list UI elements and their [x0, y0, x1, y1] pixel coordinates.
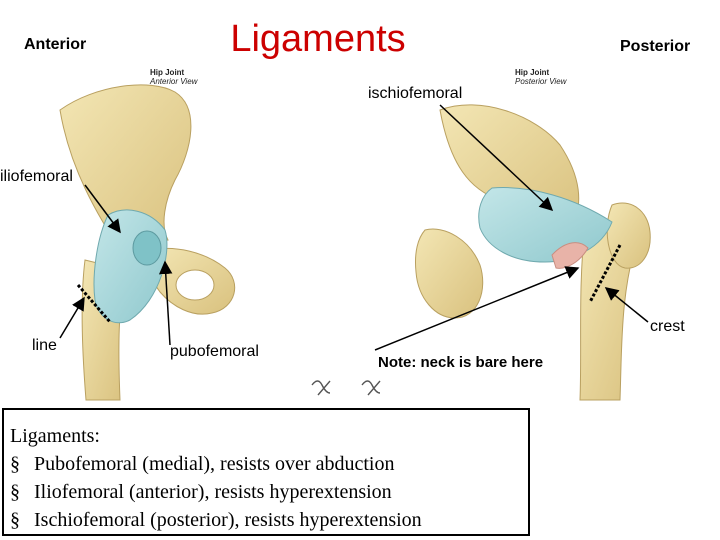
notes-item-ischiofemoral: Ischiofemoral (posterior), resists hyper… — [10, 506, 522, 534]
page-title: Ligaments — [230, 18, 406, 60]
arrow-neck-note — [374, 266, 580, 351]
iliofemoral-ligament-shape — [93, 209, 168, 324]
greater-trochanter — [606, 202, 651, 269]
pointer-arrows — [59, 104, 649, 351]
arrow-iliofemoral — [84, 184, 121, 234]
pubofemoral-label: pubofemoral — [170, 343, 259, 360]
posterior-caption-line1: Hip Joint — [515, 68, 550, 77]
notes-heading: Ligaments: — [10, 425, 100, 447]
anterior-hip-drawing — [59, 84, 236, 401]
notes-item-pubofemoral: Pubofemoral (medial), resists over abduc… — [10, 450, 522, 478]
posterior-ischium — [415, 228, 484, 319]
posterior-hip-drawing — [415, 104, 651, 401]
intertrochanteric-crest-label: crest — [650, 318, 685, 335]
arrow-pubofemoral — [158, 260, 173, 346]
iliofemoral-label: iliofemoral — [0, 168, 73, 185]
artist-signature-marks — [311, 380, 381, 396]
neck-note-label: Note: neck is bare here — [378, 354, 544, 371]
arrow-ischiofemoral — [439, 104, 554, 212]
arrow-line — [59, 296, 85, 339]
arrow-crest — [604, 287, 649, 323]
anterior-view-caption: Hip Joint Anterior View — [150, 68, 197, 86]
bare-femoral-neck — [551, 242, 589, 269]
anterior-label: Anterior — [24, 36, 87, 53]
ischiofemoral-label: ischiofemoral — [368, 85, 463, 102]
anterior-caption-line1: Hip Joint — [150, 68, 185, 77]
obturator-foramen — [175, 269, 215, 301]
femoral-head-anterior — [132, 230, 162, 266]
intertrochanteric-line-marker — [76, 284, 112, 323]
notes-list: Pubofemoral (medial), resists over abduc… — [10, 450, 522, 534]
anterior-ilium — [59, 84, 192, 251]
anterior-caption-line2: Anterior View — [150, 77, 198, 86]
intertrochanteric-crest-marker — [588, 244, 622, 303]
ligament-notes-box: Ligaments: Pubofemoral (medial), resists… — [2, 408, 530, 536]
posterior-caption-line2: Posterior View — [515, 77, 567, 86]
intertrochanteric-line-label: line — [32, 337, 57, 354]
posterior-femur-shaft — [579, 224, 641, 401]
notes-item-iliofemoral: Iliofemoral (anterior), resists hyperext… — [10, 478, 522, 506]
posterior-view-caption: Hip Joint Posterior View — [515, 68, 566, 86]
posterior-label: Posterior — [620, 38, 691, 55]
